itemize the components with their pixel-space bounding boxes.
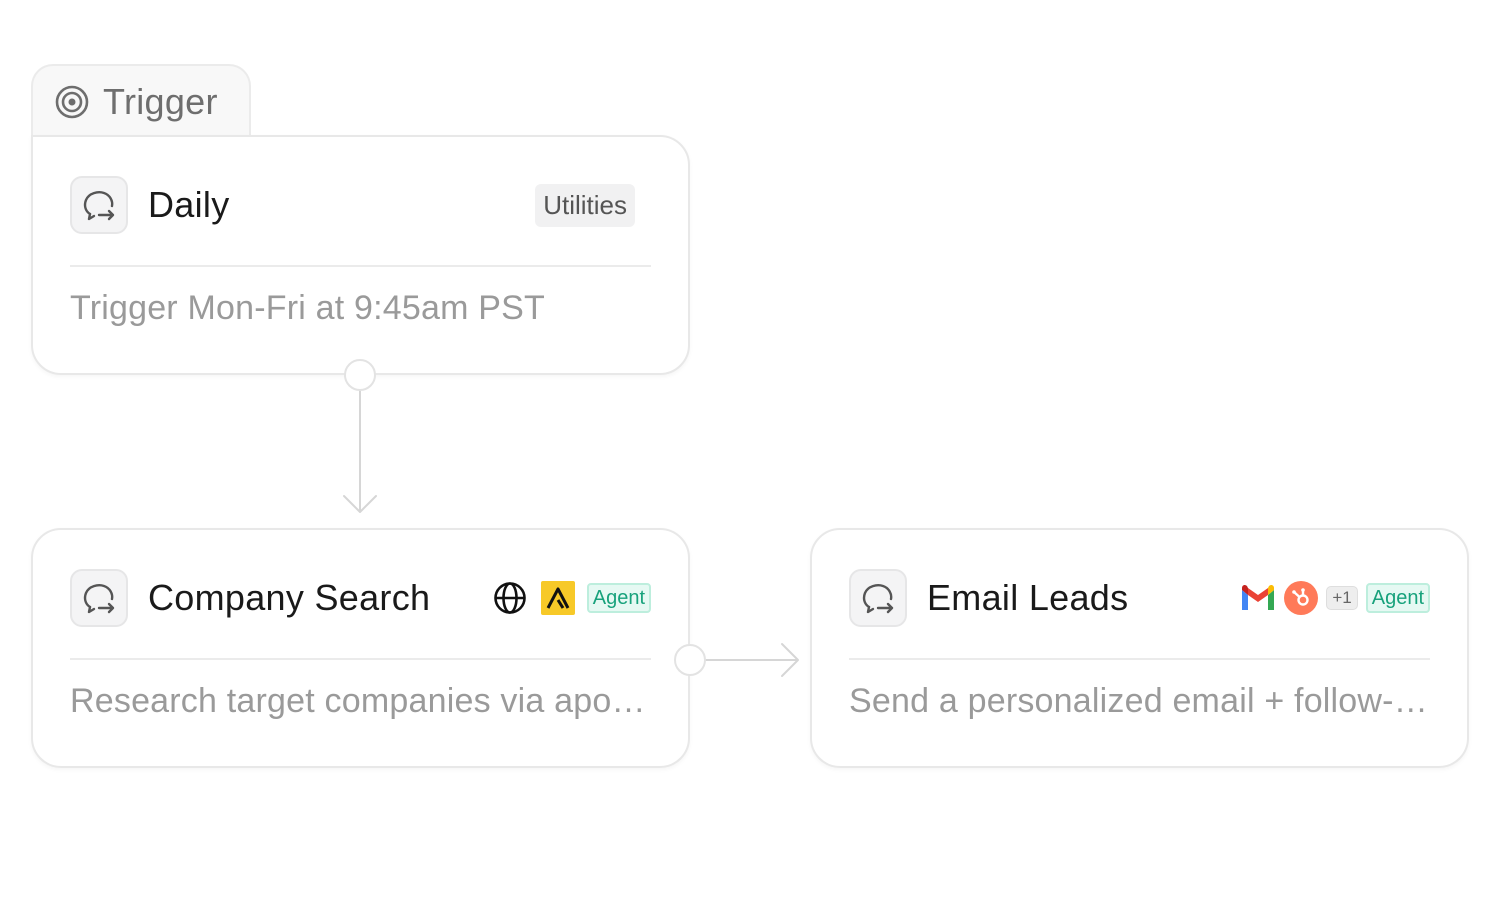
output-port-company-search[interactable]	[674, 644, 706, 676]
agent-badge: Agent	[1365, 583, 1430, 613]
agent-badge: Agent	[586, 583, 651, 613]
node-card-daily[interactable]: Daily Utilities Trigger Mon-Fri at 9:45a…	[31, 135, 690, 375]
trigger-label: Trigger	[103, 81, 218, 122]
edge-arrow-down	[343, 495, 377, 513]
edge-arrow-right	[781, 643, 799, 677]
node-header: Company Search Agent	[70, 568, 651, 628]
repeat-chat-icon	[70, 569, 128, 627]
node-header: Email Leads +	[849, 568, 1430, 628]
divider	[849, 658, 1430, 660]
target-icon	[55, 85, 89, 119]
trigger-tab[interactable]: Trigger	[31, 64, 251, 138]
node-description: Research target companies via apollo...	[70, 682, 651, 720]
output-port-daily[interactable]	[344, 359, 376, 391]
node-title: Email Leads	[927, 577, 1129, 618]
globe-icon	[493, 581, 527, 615]
divider	[70, 658, 651, 660]
repeat-chat-icon	[849, 569, 907, 627]
node-title: Company Search	[148, 577, 431, 618]
apollo-icon	[540, 581, 575, 615]
node-card-email-leads[interactable]: Email Leads +	[810, 528, 1469, 768]
node-title: Daily	[148, 184, 230, 225]
node-description: Send a personalized email + follow-up	[849, 682, 1430, 720]
divider	[70, 265, 651, 267]
gmail-icon	[1240, 584, 1276, 612]
repeat-chat-icon	[70, 176, 128, 234]
node-card-company-search[interactable]: Company Search Agent Research target com…	[31, 528, 690, 768]
more-tools-badge: +1	[1326, 586, 1358, 610]
node-description: Trigger Mon-Fri at 9:45am PST	[70, 289, 546, 327]
category-badge: Utilities	[535, 183, 635, 227]
node-header: Daily Utilities	[70, 175, 651, 235]
hubspot-icon	[1284, 581, 1319, 615]
